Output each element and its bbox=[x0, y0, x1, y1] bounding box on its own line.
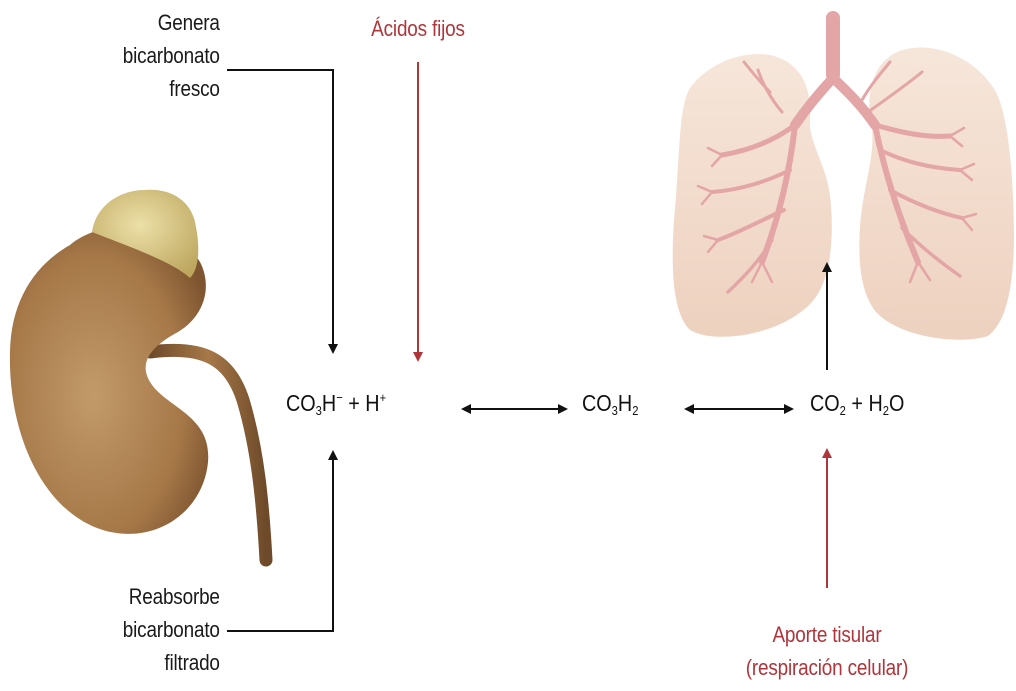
label-reabsorbe: Reabsorbe bicarbonato filtrado bbox=[123, 580, 220, 679]
left-lung bbox=[673, 54, 832, 337]
label-genera: Genera bicarbonato fresco bbox=[123, 6, 220, 105]
eq-co2-water: CO2 + H2O bbox=[810, 390, 904, 418]
eq-carbonic-acid: CO3H2 bbox=[582, 390, 638, 418]
label-aporte-tisular: Aporte tisular (respiración celular) bbox=[707, 618, 948, 684]
right-lung bbox=[859, 47, 1014, 339]
lungs-illustration bbox=[673, 18, 1014, 340]
kidney-body bbox=[10, 226, 208, 533]
arrow-reabsorbe bbox=[227, 452, 333, 631]
kidney-illustration bbox=[10, 190, 266, 560]
arrow-genera bbox=[227, 70, 333, 352]
label-acidos-fijos: Ácidos fijos bbox=[332, 12, 504, 45]
eq-bicarbonate-proton: CO3H− + H+ bbox=[286, 390, 386, 418]
